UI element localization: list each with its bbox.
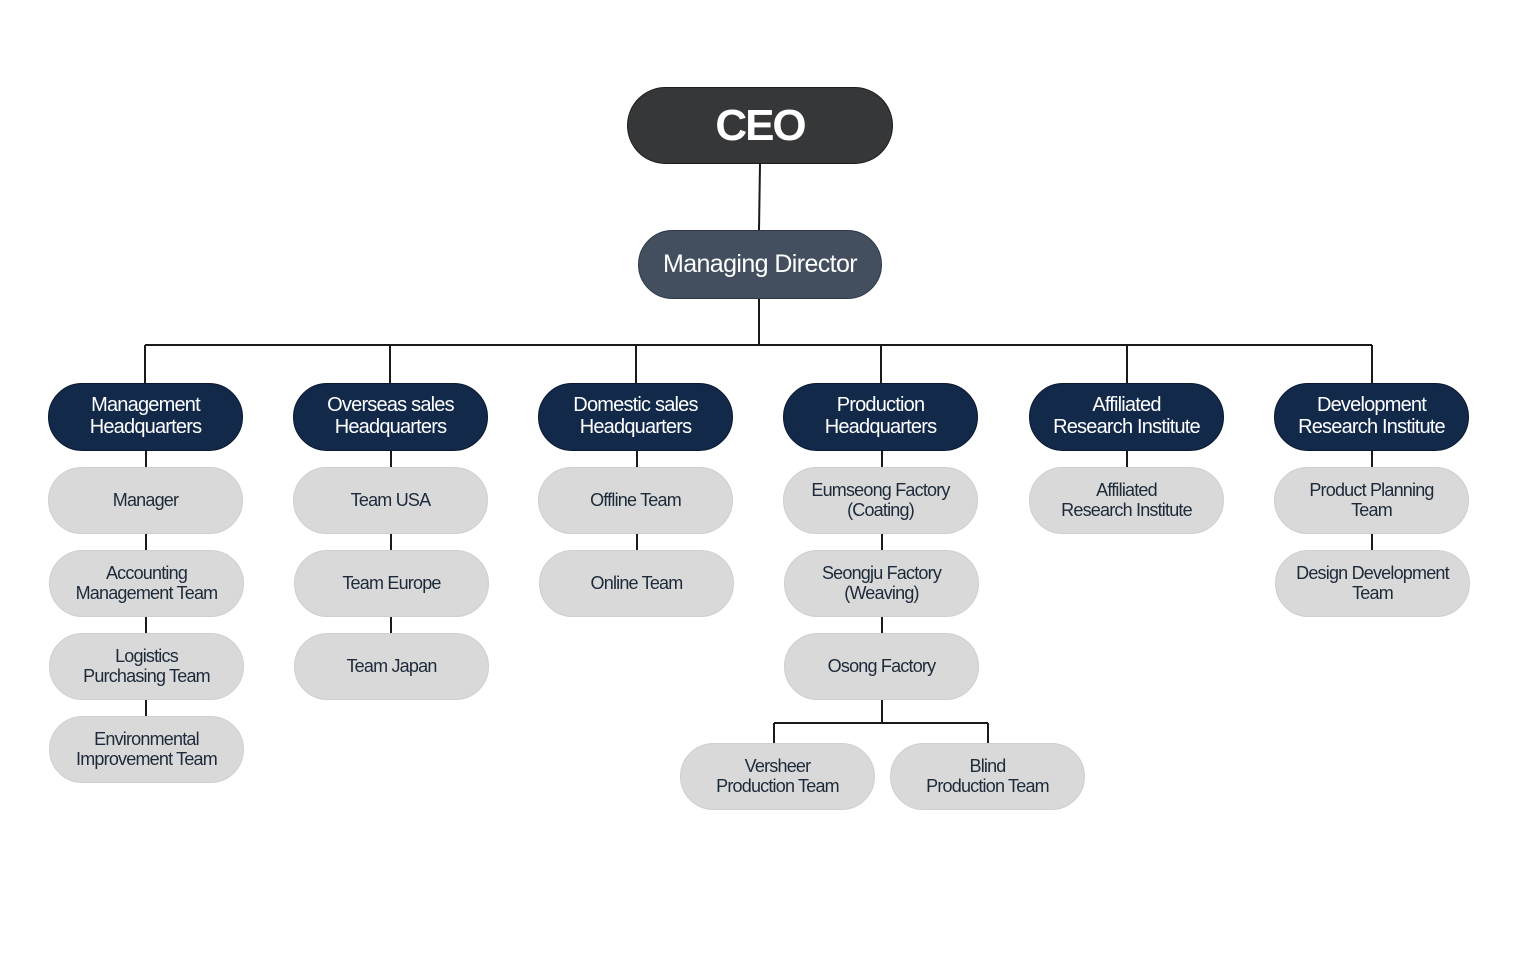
hq-label-line: Affiliated: [1092, 394, 1161, 417]
team-logistics-purchasing[interactable]: Logistics Purchasing Team: [49, 633, 244, 700]
team-label-line: Offline Team: [590, 489, 682, 510]
hq-domestic-sales[interactable]: Domestic sales Headquarters: [538, 383, 733, 451]
team-eumseong-factory[interactable]: Eumseong Factory (Coating): [783, 467, 978, 534]
team-label-line: Manager: [112, 489, 179, 510]
team-label-line: Online Team: [590, 572, 684, 593]
hq-label-line: Headquarters: [334, 416, 447, 438]
hq-label-line: Development: [1316, 394, 1427, 417]
team-label-line: Team: [1352, 582, 1394, 603]
team-label-line: Eumseong Factory: [811, 480, 950, 501]
managing-director-label: Managing Director: [662, 250, 858, 278]
team-label-line: (Weaving): [844, 582, 919, 603]
team-label-line: Accounting: [105, 563, 188, 584]
team-label-line: Team USA: [350, 489, 431, 510]
team-manager[interactable]: Manager: [48, 467, 243, 534]
hq-overseas-sales[interactable]: Overseas sales Headquarters: [293, 383, 488, 451]
team-usa[interactable]: Team USA: [293, 467, 488, 534]
team-label-line: Production Team: [926, 775, 1050, 796]
team-label-line: Purchasing Team: [83, 665, 211, 686]
team-label-line: Improvement Team: [76, 748, 218, 769]
hq-affiliated-research[interactable]: Affiliated Research Institute: [1029, 383, 1224, 451]
team-label-line: Logistics: [115, 646, 179, 667]
ceo-node[interactable]: CEO: [627, 87, 893, 164]
managing-director-node[interactable]: Managing Director: [638, 230, 882, 299]
team-label-line: Research Institute: [1061, 499, 1192, 520]
team-label-line: Product Planning: [1309, 480, 1434, 501]
team-label-line: Osong Factory: [827, 655, 936, 676]
team-online[interactable]: Online Team: [539, 550, 734, 617]
connector-ceo-director: [758, 163, 761, 231]
team-europe[interactable]: Team Europe: [294, 550, 489, 617]
team-label-line: Team: [1351, 499, 1393, 520]
hq-label-line: Headquarters: [579, 416, 692, 438]
team-label-line: Environmental: [94, 729, 199, 750]
team-affiliated-research-institute[interactable]: Affiliated Research Institute: [1029, 467, 1224, 534]
hq-label-line: Research Institute: [1053, 416, 1201, 438]
hq-label-line: Production: [836, 394, 925, 417]
team-product-planning[interactable]: Product Planning Team: [1274, 467, 1469, 534]
team-label-line: Affiliated: [1096, 480, 1158, 501]
team-environmental-improvement[interactable]: Environmental Improvement Team: [49, 716, 244, 783]
team-seongju-factory[interactable]: Seongju Factory (Weaving): [784, 550, 979, 617]
team-label-line: (Coating): [847, 499, 915, 520]
hq-label-line: Overseas sales: [327, 394, 454, 417]
team-blind-production[interactable]: Blind Production Team: [890, 743, 1085, 810]
hq-label-line: Domestic sales: [573, 394, 698, 417]
hq-label-line: Management: [91, 394, 201, 417]
team-label-line: Management Team: [75, 582, 219, 603]
team-label-line: Versheer: [744, 756, 811, 777]
team-label-line: Team Europe: [342, 572, 441, 593]
team-japan[interactable]: Team Japan: [294, 633, 489, 700]
team-label-line: Team Japan: [346, 655, 437, 676]
hq-production[interactable]: Production Headquarters: [783, 383, 978, 451]
team-design-development[interactable]: Design Development Team: [1275, 550, 1470, 617]
ceo-label: CEO: [715, 100, 806, 150]
team-versheer-production[interactable]: Versheer Production Team: [680, 743, 875, 810]
hq-management[interactable]: Management Headquarters: [48, 383, 243, 451]
hq-label-line: Headquarters: [89, 416, 202, 438]
team-offline[interactable]: Offline Team: [538, 467, 733, 534]
team-label-line: Design Development: [1296, 563, 1450, 584]
team-osong-factory[interactable]: Osong Factory: [784, 633, 979, 700]
team-label-line: Production Team: [716, 775, 840, 796]
hq-development-research[interactable]: Development Research Institute: [1274, 383, 1469, 451]
team-accounting-management[interactable]: Accounting Management Team: [49, 550, 244, 617]
team-label-line: Blind: [969, 756, 1006, 777]
team-label-line: Seongju Factory: [821, 563, 942, 584]
hq-label-line: Headquarters: [824, 416, 937, 438]
hq-label-line: Research Institute: [1298, 416, 1446, 438]
